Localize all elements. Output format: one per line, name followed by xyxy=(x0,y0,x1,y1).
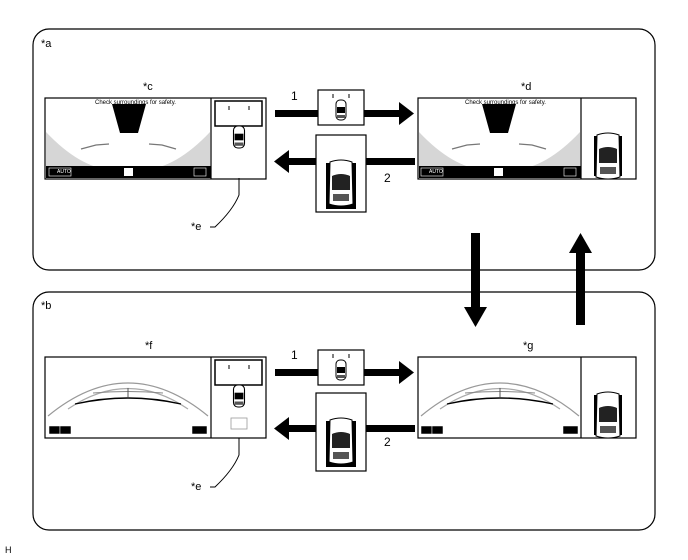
screen-d-label: *d xyxy=(521,81,532,93)
arrow-up xyxy=(569,233,592,325)
arrow-top-forward-label: 1 xyxy=(291,89,298,103)
arrow-top-back xyxy=(274,134,415,213)
screen-d xyxy=(417,97,637,180)
screen-d-message: Check surroundings for safety. xyxy=(465,100,546,106)
leader-e-bottom xyxy=(210,438,240,488)
screen-c-label: *c xyxy=(143,81,153,93)
auto-button-c: AUTO xyxy=(57,169,71,175)
screen-g-label: *g xyxy=(523,340,534,352)
panel-b-label: *b xyxy=(41,300,52,312)
figure-code: H xyxy=(5,545,12,555)
panel-b-frame xyxy=(32,291,656,531)
auto-button-d: AUTO xyxy=(429,169,443,175)
panel-a-frame xyxy=(32,28,656,271)
arrow-top-back-label: 2 xyxy=(384,171,391,185)
screen-f xyxy=(44,356,267,439)
panel-a-label: *a xyxy=(41,38,52,50)
arrow-top-forward xyxy=(275,89,414,126)
arrow-bottom-forward xyxy=(275,349,414,386)
screen-e-top-label: *e xyxy=(191,221,202,233)
arrow-bottom-back-label: 2 xyxy=(384,435,391,449)
leader-e-top xyxy=(210,178,240,228)
screen-f-label: *f xyxy=(145,340,153,352)
screen-g xyxy=(417,356,637,439)
screen-c-message: Check surroundings for safety. xyxy=(95,100,176,106)
arrow-bottom-back xyxy=(274,392,415,472)
arrow-down xyxy=(464,233,487,327)
screen-c xyxy=(44,97,267,180)
screen-e-bottom-label: *e xyxy=(191,481,202,493)
arrow-bottom-forward-label: 1 xyxy=(291,348,298,362)
